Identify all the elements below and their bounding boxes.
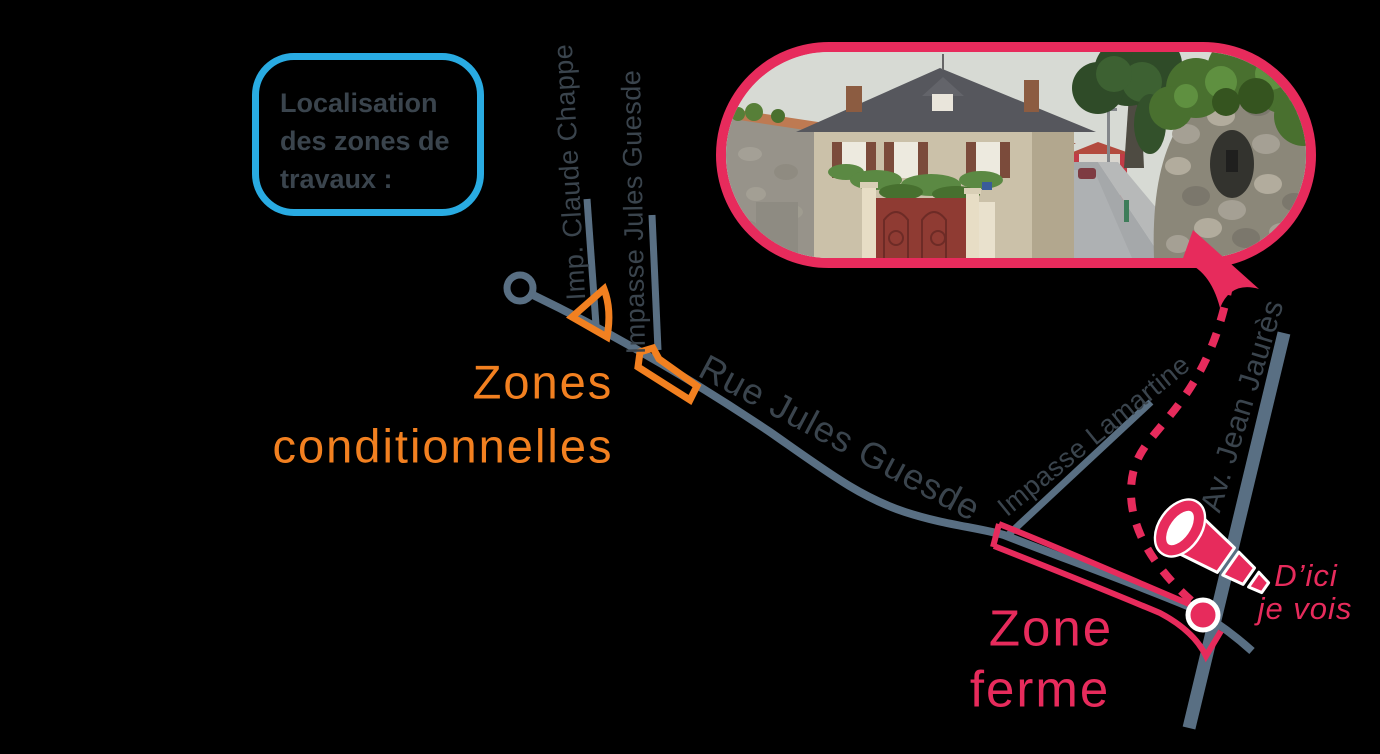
photo-grotto <box>1153 75 1306 258</box>
road-start-circle <box>503 271 537 305</box>
sightline-dashed-path <box>1126 280 1234 607</box>
conditional-zones-label-line2: conditionnelles <box>272 419 614 473</box>
callout-arrow-icon <box>1182 230 1259 308</box>
firm-zone-band-outline <box>990 521 1224 663</box>
photo-house <box>796 54 1096 258</box>
legend-title: Localisation des zones de travaux : <box>280 88 450 194</box>
road-impasse-lamartine-path <box>1003 399 1154 540</box>
street-photo <box>726 52 1306 258</box>
street-label-impasse-jules-guesde: Impasse Jules Guesde <box>616 69 651 355</box>
road-impasse-jules-guesde-path <box>648 214 662 351</box>
spyglass-icon <box>1153 498 1271 595</box>
viewpoint-caption-line2: je vois <box>1257 591 1353 626</box>
legend-box: Localisation des zones de travaux : <box>252 53 484 216</box>
firm-zone-label-line2: ferme <box>969 660 1111 718</box>
conditional-zones-label-line1: Zones <box>472 355 614 409</box>
conditional-zone-triangle-outline <box>565 283 613 343</box>
firm-zone-label-line1: Zone <box>988 599 1114 657</box>
photo-callout-bubble <box>716 42 1316 268</box>
viewpoint-caption-line1: D’ici <box>1274 558 1338 593</box>
conditional-zone-rect-outline <box>634 343 702 406</box>
viewpoint-circle <box>1185 597 1221 633</box>
road-av-jean-jaures-path <box>1182 331 1291 730</box>
road-imp-claude-chappe-path <box>583 198 600 326</box>
photo-tree <box>1072 52 1194 168</box>
